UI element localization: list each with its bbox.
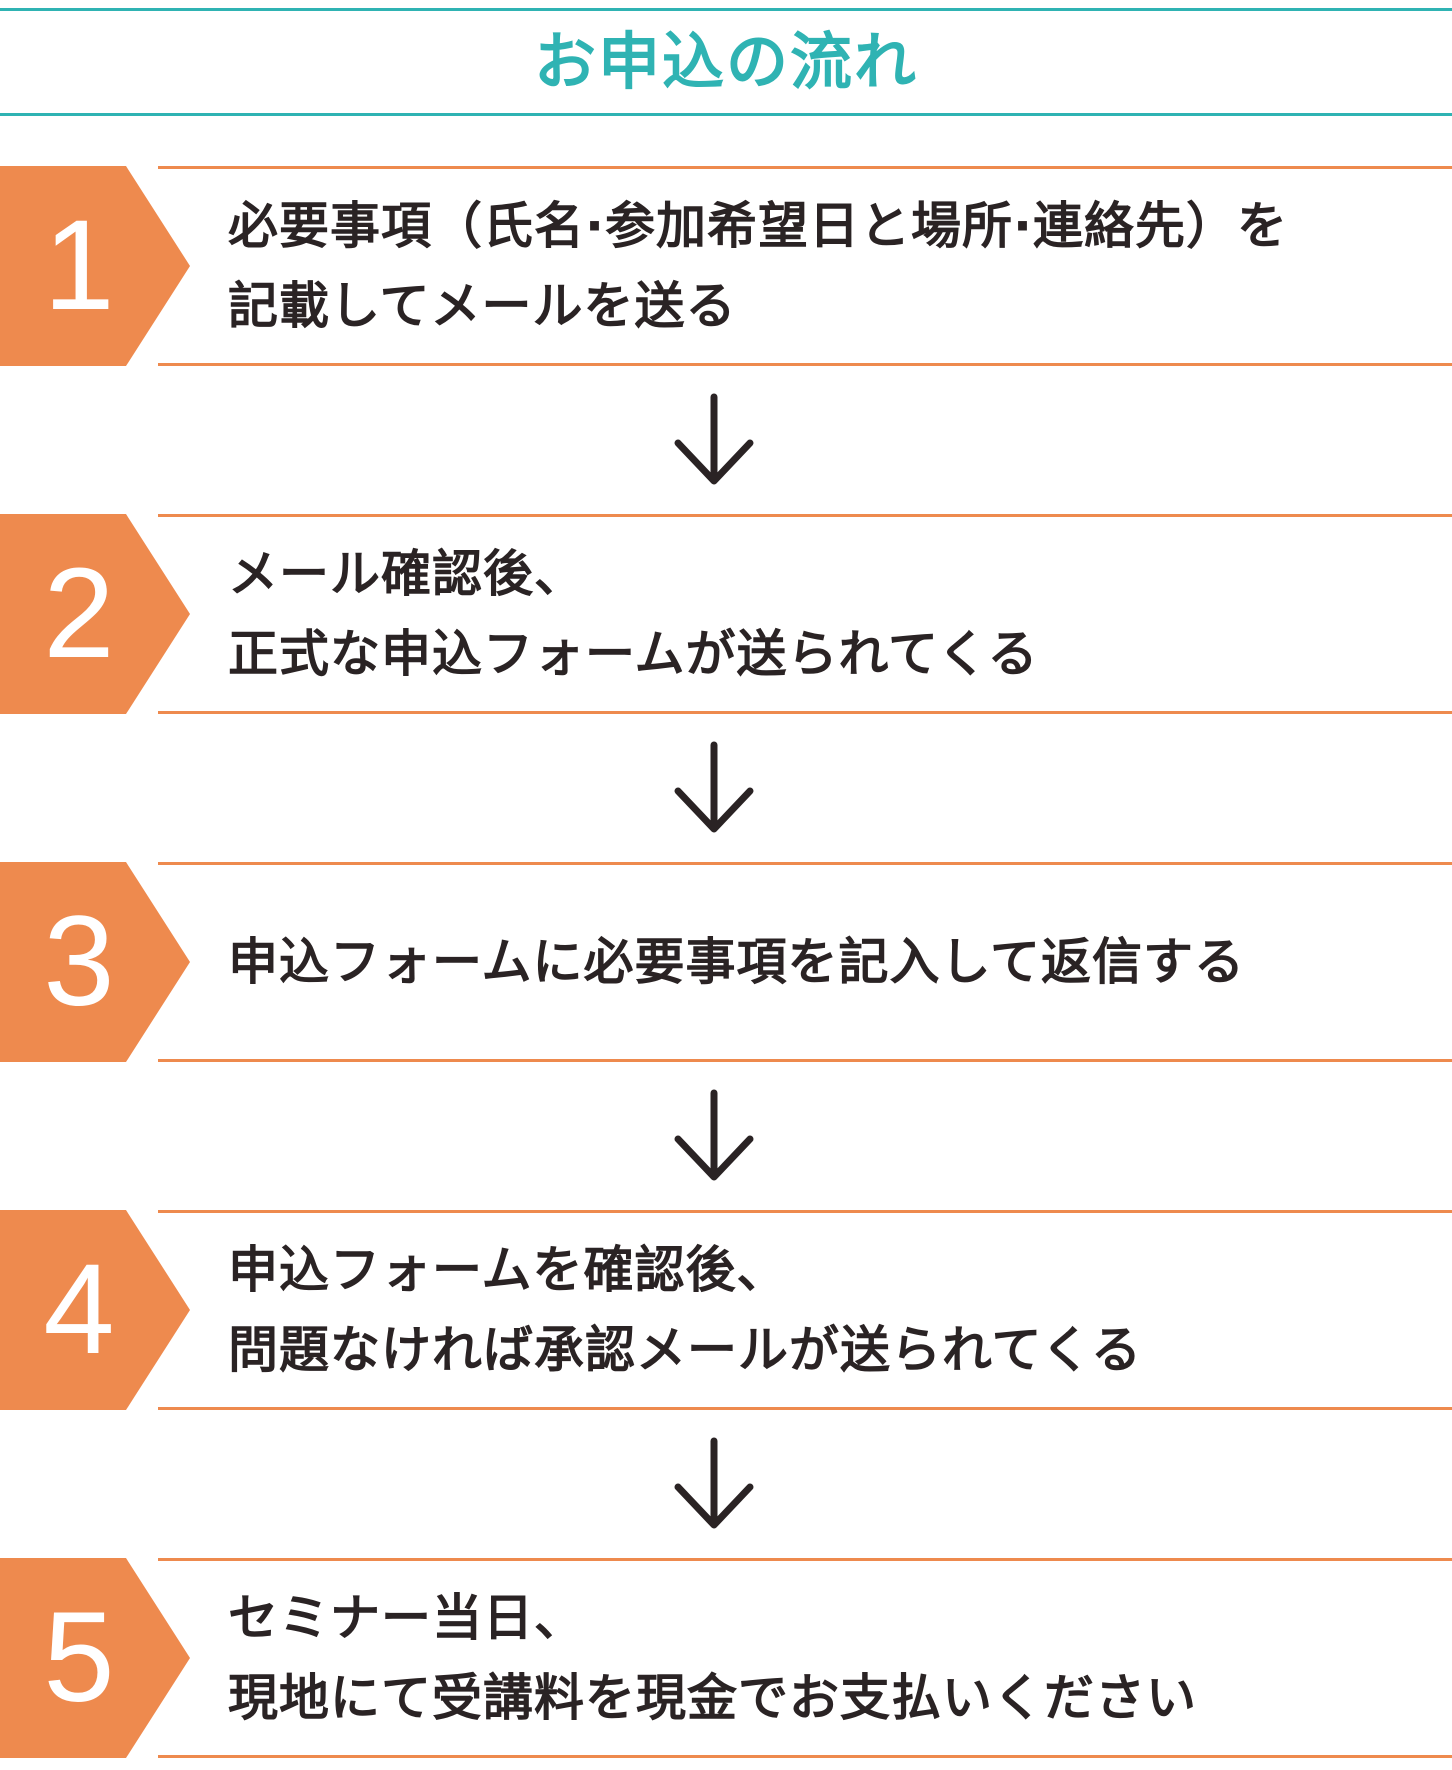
down-arrow-icon — [674, 393, 754, 485]
step-divider — [158, 166, 1452, 169]
page-title: お申込の流れ — [533, 25, 918, 98]
step-text-line: 記載してメールを送る — [228, 277, 737, 335]
step-number: 5 — [43, 1586, 115, 1729]
step-divider — [158, 1755, 1452, 1758]
step-number-badge: 4 — [0, 1210, 190, 1410]
step-number-badge: 2 — [0, 514, 190, 714]
step-3: 3 申込フォームに必要事項を記入して返信する — [0, 862, 1452, 1062]
step-divider — [158, 514, 1452, 517]
step-description: 申込フォームを確認後、 問題なければ承認メールが送られてくる — [228, 1210, 1428, 1410]
step-divider — [158, 711, 1452, 714]
step-description: セミナー当日、 現地にて受講料を現金でお支払いください — [228, 1558, 1428, 1758]
step-text-line: 現地にて受講料を現金でお支払いください — [228, 1669, 1197, 1727]
step-divider — [158, 363, 1452, 366]
step-text-line: 問題なければ承認メールが送られてくる — [228, 1321, 1142, 1379]
step-number-badge: 5 — [0, 1558, 190, 1758]
step-text-line: 必要事項（氏名·参加希望日と場所·連絡先）を — [228, 197, 1288, 255]
down-arrow-icon — [674, 1089, 754, 1181]
step-number: 2 — [43, 542, 115, 685]
step-text-line: セミナー当日、 — [228, 1589, 585, 1647]
step-number: 4 — [43, 1238, 115, 1381]
title-bar: お申込の流れ — [0, 8, 1452, 116]
step-5: 5 セミナー当日、 現地にて受講料を現金でお支払いください — [0, 1558, 1452, 1758]
step-4: 4 申込フォームを確認後、 問題なければ承認メールが送られてくる — [0, 1210, 1452, 1410]
step-divider — [158, 862, 1452, 865]
step-number-badge: 3 — [0, 862, 190, 1062]
step-text-line: 正式な申込フォームが送られてくる — [228, 625, 1039, 683]
down-arrow-icon — [674, 1437, 754, 1529]
step-divider — [158, 1558, 1452, 1561]
step-text-line: メール確認後、 — [228, 545, 585, 603]
step-number: 3 — [43, 890, 115, 1033]
step-number: 1 — [43, 194, 115, 337]
step-text-line: 申込フォームに必要事項を記入して返信する — [228, 933, 1245, 991]
step-number-badge: 1 — [0, 166, 190, 366]
step-text-line: 申込フォームを確認後、 — [228, 1241, 788, 1299]
step-divider — [158, 1407, 1452, 1410]
step-divider — [158, 1059, 1452, 1062]
step-divider — [158, 1210, 1452, 1213]
step-description: 申込フォームに必要事項を記入して返信する — [228, 862, 1428, 1062]
step-description: メール確認後、 正式な申込フォームが送られてくる — [228, 514, 1428, 714]
step-1: 1 必要事項（氏名·参加希望日と場所·連絡先）を 記載してメールを送る — [0, 166, 1452, 366]
down-arrow-icon — [674, 741, 754, 833]
step-2: 2 メール確認後、 正式な申込フォームが送られてくる — [0, 514, 1452, 714]
step-description: 必要事項（氏名·参加希望日と場所·連絡先）を 記載してメールを送る — [228, 166, 1428, 366]
